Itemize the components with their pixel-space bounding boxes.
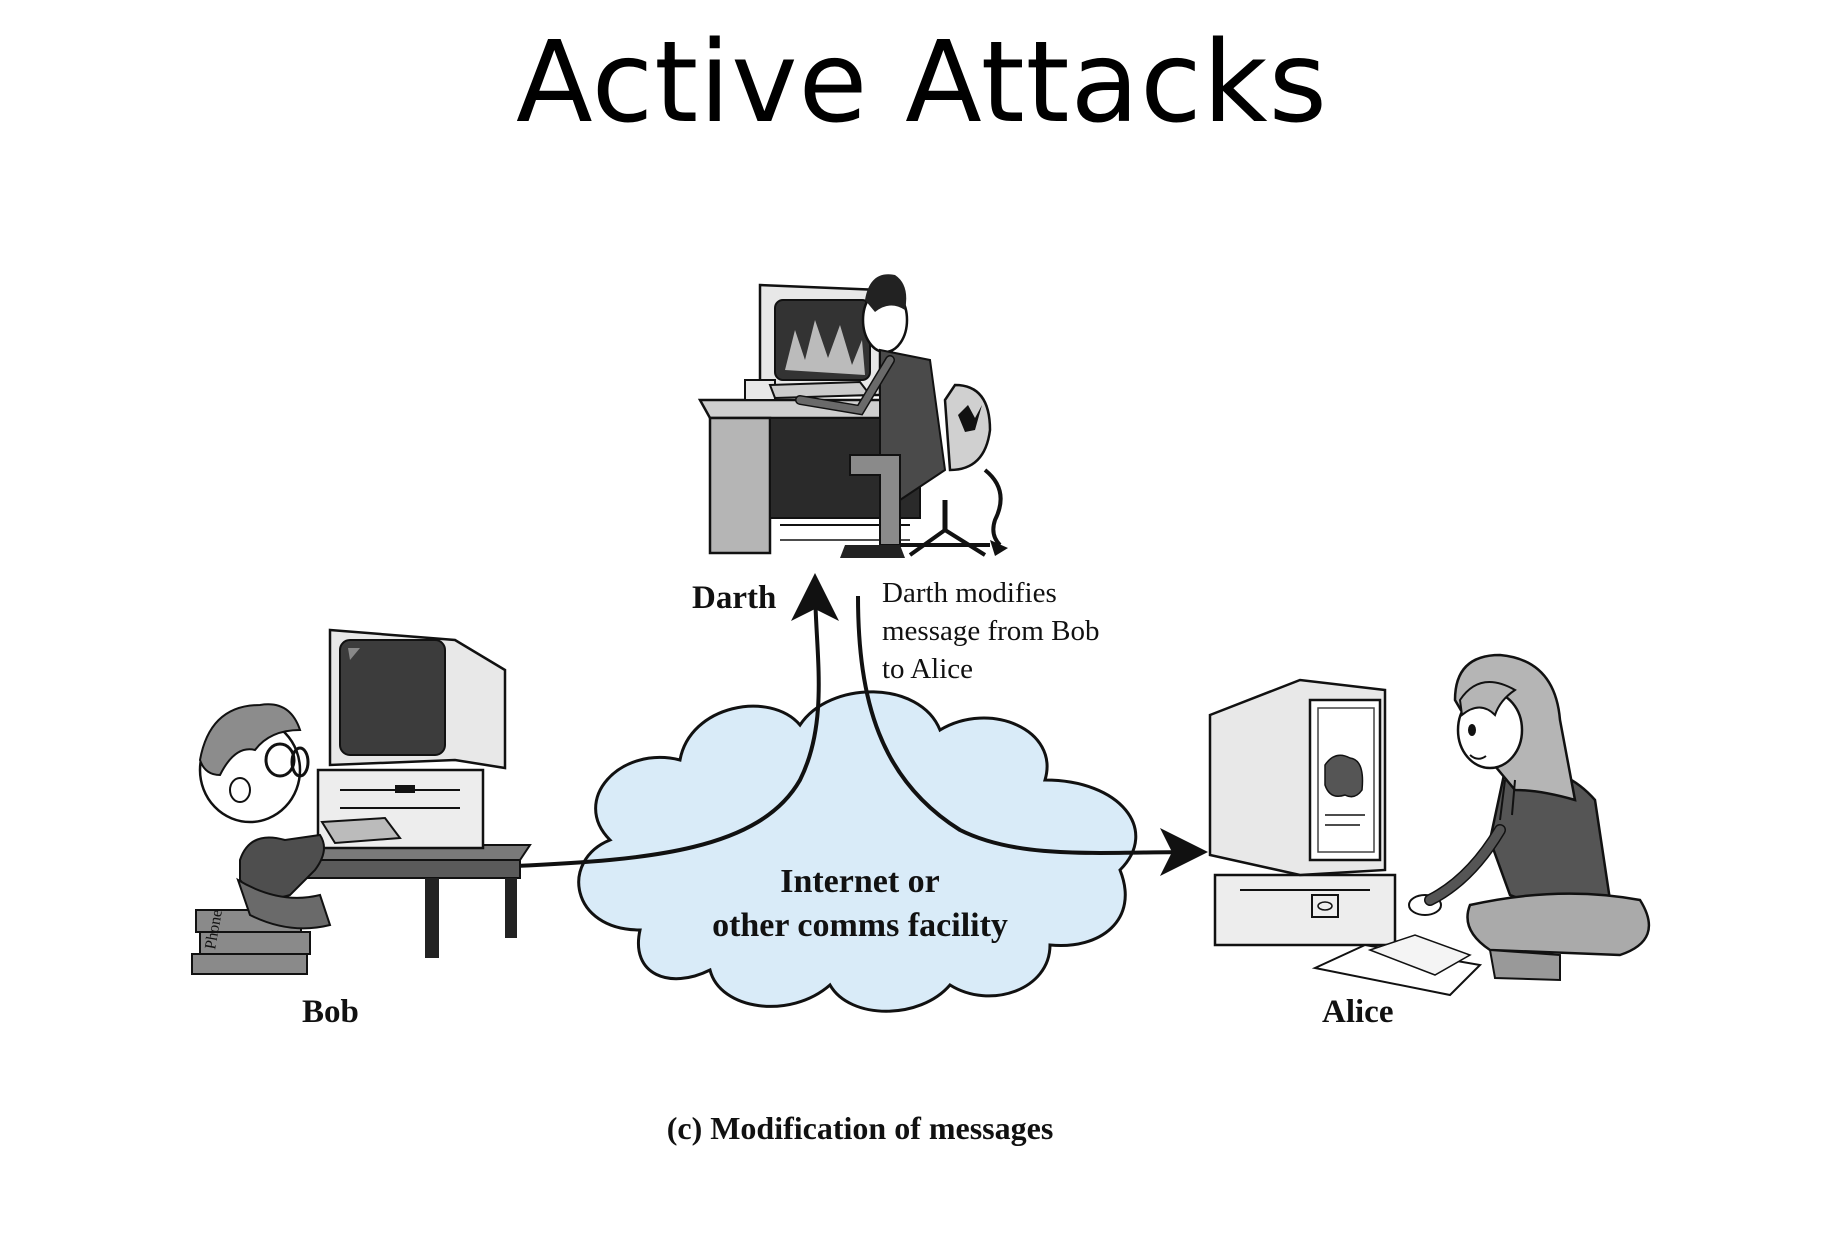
bob-illustration (191, 628, 532, 975)
network-cloud (577, 690, 1138, 1013)
darth-note-line-1: Darth modifies (882, 577, 1057, 609)
alice-illustration (1208, 653, 1651, 997)
bob-label: Bob (302, 994, 359, 1030)
figure-caption: (c) Modification of messages (666, 1110, 1054, 1146)
book-spine-label: Phone (202, 908, 226, 950)
darth-note-line-2: message from Bob (882, 615, 1100, 647)
bob-to-darth-arrow (514, 573, 840, 868)
darth-label: Darth (692, 580, 777, 616)
alice-label: Alice (1322, 994, 1394, 1030)
network-label-line-2: other comms facility (712, 907, 1008, 944)
darth-note-line-3: to Alice (882, 653, 974, 685)
darth-to-alice-arrow (856, 595, 1208, 877)
slide-title: Active Attacks (516, 18, 1328, 148)
darth-illustration (697, 274, 1008, 558)
darth-note: Darth modifies message from Bob to Alice (882, 574, 1122, 688)
network-label-line-1: Internet or (780, 863, 940, 900)
network-label: Internet or other comms facility (640, 860, 1080, 948)
